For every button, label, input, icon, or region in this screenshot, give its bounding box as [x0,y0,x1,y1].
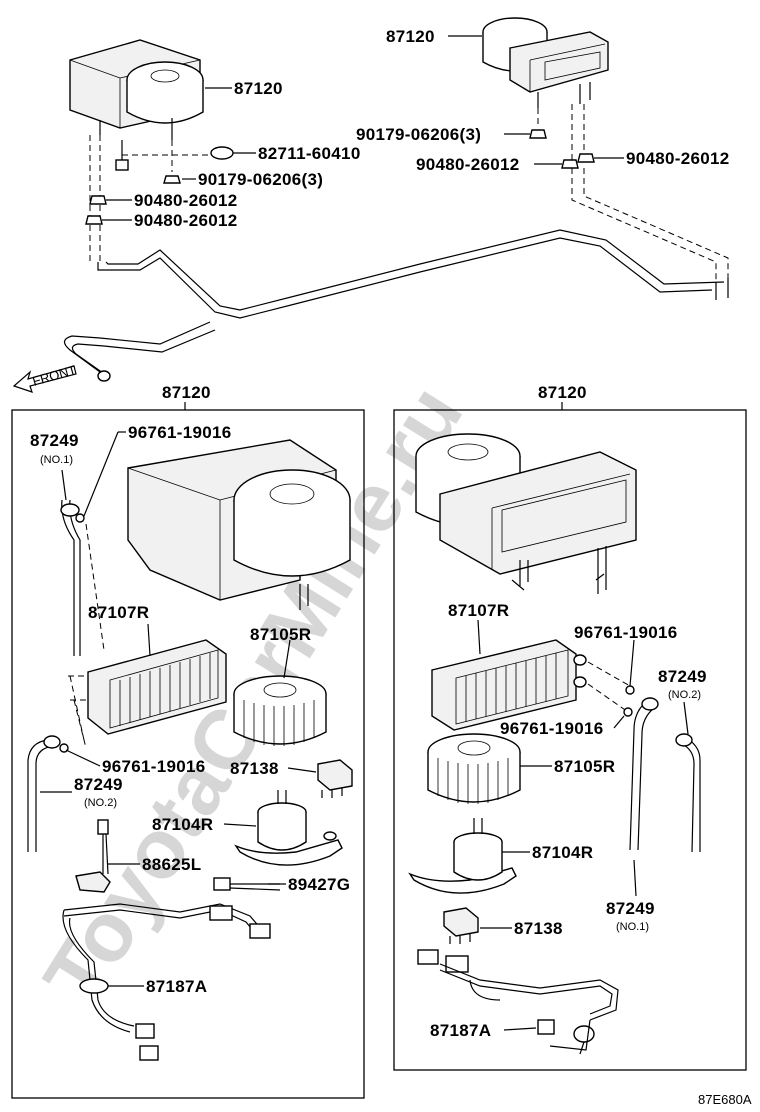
nut-90179-right [504,129,547,139]
left-motor-label: 87104R [152,815,213,834]
right-core-label: 87107R [448,601,509,620]
right-fan-label: 87105R [554,757,615,776]
top-right-unit-label: 87120 [386,27,435,46]
right-hose-no2-sub: (NO.2) [668,689,701,701]
right-hose-no2-label: 87249 [658,667,707,686]
left-core-label: 87107R [88,603,149,622]
top-left-blower-unit [69,39,204,171]
left-heater-case [127,439,351,610]
right-detail-box [393,409,747,1071]
clip-90480-left-a [89,195,132,205]
right-fan [427,733,521,804]
top-right-nut-label: 90179-06206(3) [356,125,481,144]
left-hose-no2-label: 87249 [74,775,123,794]
right-harness [417,949,619,1055]
right-motor [408,818,517,894]
right-motor-label: 87104R [532,843,593,862]
top-right-clip-b-label: 90480-26012 [626,149,730,168]
clip-90480-left-b [85,215,132,225]
front-label: FRONT [31,362,78,389]
front-arrow-icon [12,365,77,393]
left-box-title: 87120 [162,383,211,402]
clip-90480-right-b [577,153,624,163]
left-wire-g-label: 89427G [288,875,350,894]
left-harness [62,903,271,1061]
right-resistor-label: 87138 [514,919,563,938]
right-heater-core [431,639,587,731]
left-hose-no1-sub: (NO.1) [40,454,73,466]
top-left-clip-b-label: 90480-26012 [134,211,238,230]
left-fan-label: 87105R [250,625,311,644]
top-left-unit-label: 87120 [234,79,283,98]
left-oring-top-label: 96761-19016 [128,423,232,442]
nut-90179-left [163,175,196,184]
right-hose-no2 [675,733,701,853]
left-hose-no2 [27,735,69,852]
right-oring-top-label: 96761-19016 [574,623,678,642]
right-oring-bottom-label: 96761-19016 [500,719,604,738]
right-box-title: 87120 [538,383,587,402]
left-resistor [317,759,353,798]
left-wire-l-label: 88625L [142,855,201,874]
top-left-clip-a-label: 90480-26012 [134,191,238,210]
left-resistor-label: 87138 [230,759,279,778]
refrigerant-pipe [63,229,729,382]
left-hose-no1-label: 87249 [30,431,79,450]
left-motor [234,790,343,866]
top-right-clip-a-label: 90480-26012 [416,155,520,174]
top-left-nut-label: 90179-06206(3) [198,170,323,189]
gasket-82711 [210,146,256,160]
top-right-blower-unit [482,17,609,108]
left-wire-88625L [75,819,111,893]
left-hose-no2-sub: (NO.2) [84,797,117,809]
right-hose-no1 [629,697,659,851]
left-fan [233,675,327,746]
left-oring-bottom-label: 96761-19016 [102,757,206,776]
left-harness-label: 87187A [146,977,207,996]
right-hose-no1-sub: (NO.1) [616,921,649,933]
left-heater-core [68,639,227,735]
right-heater-case [415,433,637,594]
clip-90480-right-a [534,159,579,169]
right-hose-no1-label: 87249 [606,899,655,918]
top-left-gasket-label: 82711-60410 [258,144,361,163]
left-hose-no1 [60,499,85,656]
right-resistor [443,907,479,944]
right-harness-label: 87187A [430,1021,491,1040]
left-detail-box [11,409,365,1099]
figure-code: 87E680A [698,1092,752,1107]
